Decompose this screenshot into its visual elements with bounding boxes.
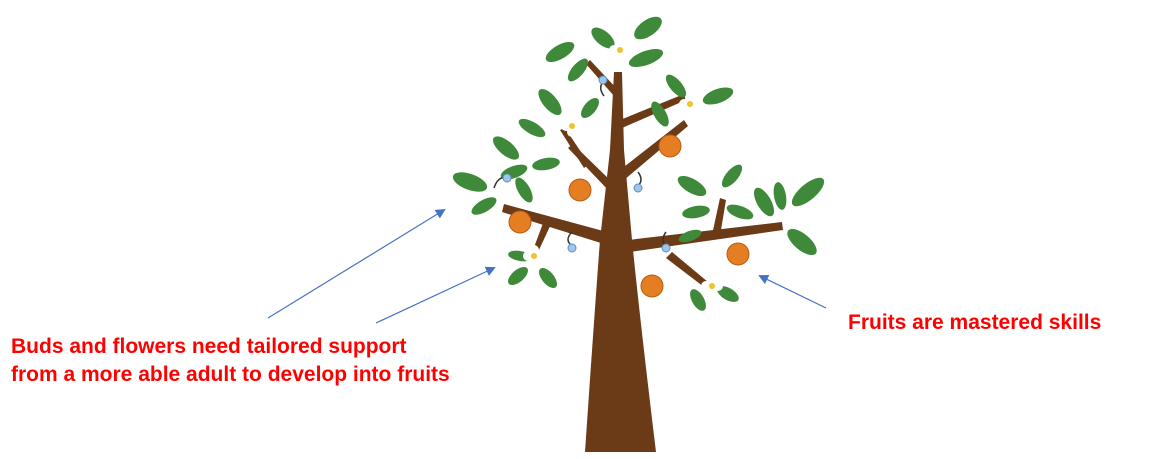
- arrow-to-fruit: [758, 274, 827, 309]
- flower: [561, 115, 583, 137]
- branch-small-left: [560, 128, 589, 168]
- leaf: [515, 177, 533, 203]
- arrow-to-flower: [375, 266, 496, 324]
- branch-right: [628, 222, 783, 252]
- buds: [502, 75, 671, 253]
- bud: [633, 183, 643, 193]
- leaf: [677, 175, 707, 197]
- flower: [523, 245, 545, 267]
- branch-right-upper: [712, 198, 726, 236]
- leaf: [753, 187, 775, 217]
- tree-trunk: [585, 72, 656, 452]
- leaf: [538, 88, 562, 116]
- leaf: [682, 205, 710, 219]
- fruit: [726, 242, 750, 266]
- leaf: [567, 58, 589, 82]
- fruit: [568, 178, 592, 202]
- leaf: [791, 177, 825, 207]
- flowers: [523, 39, 723, 297]
- leaf: [518, 118, 546, 138]
- leaf: [452, 172, 488, 192]
- fruits: [508, 134, 750, 298]
- leaf: [591, 27, 615, 49]
- leaf: [492, 136, 520, 160]
- leaf: [471, 197, 497, 215]
- bud: [502, 173, 512, 183]
- branch-left-lower: [533, 218, 552, 252]
- leaf: [678, 229, 702, 243]
- leaf: [665, 74, 687, 98]
- bud: [598, 75, 608, 85]
- leaf: [581, 98, 599, 118]
- flower: [701, 275, 723, 297]
- leaf: [702, 87, 734, 105]
- fruit: [658, 134, 682, 158]
- bud: [661, 243, 671, 253]
- flower: [679, 93, 701, 115]
- leaf: [726, 204, 754, 220]
- leaf: [508, 267, 528, 285]
- buds-flowers-label: Buds and flowers need tailored support f…: [11, 335, 450, 386]
- leaf: [773, 182, 787, 210]
- fruits-label: Fruits are mastered skills: [848, 311, 1102, 334]
- leaf: [628, 48, 664, 68]
- leaf: [690, 289, 706, 311]
- leaf: [651, 101, 669, 127]
- fruit: [640, 274, 664, 298]
- leaf: [539, 268, 557, 288]
- tree-leaves: [452, 16, 825, 311]
- leaf: [717, 286, 739, 302]
- pointer-arrows: [267, 208, 827, 324]
- leaf: [634, 16, 662, 40]
- leaf: [532, 157, 560, 171]
- leaf: [721, 164, 743, 188]
- branch-right-lower: [666, 252, 708, 287]
- bud: [567, 243, 577, 253]
- leaf: [545, 41, 575, 63]
- flower: [609, 39, 631, 61]
- arrow-to-bud: [267, 208, 446, 319]
- fruit: [508, 210, 532, 234]
- leaf: [787, 228, 817, 256]
